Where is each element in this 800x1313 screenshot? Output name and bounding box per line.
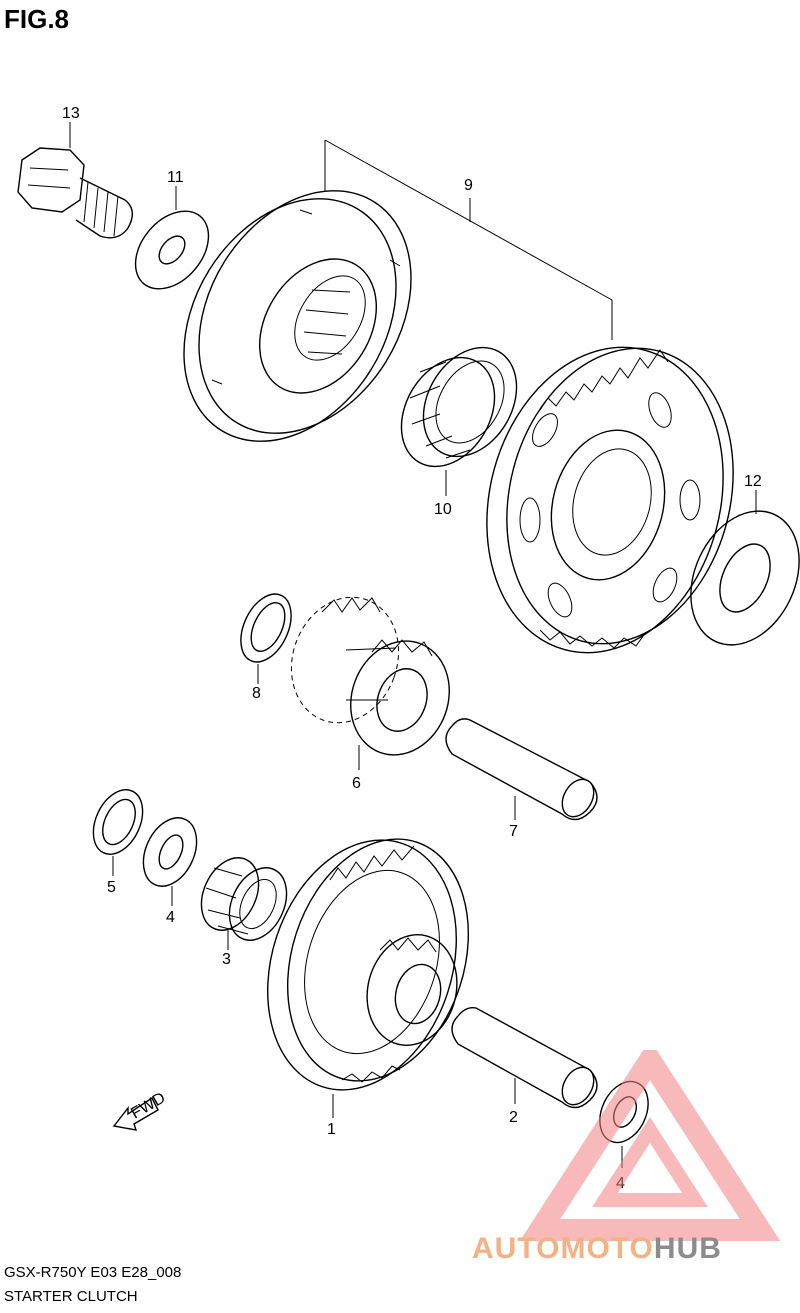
part-12-washer[interactable]	[670, 493, 800, 662]
fwd-arrow: FWD	[112, 1090, 168, 1131]
part-7-shaft[interactable]	[445, 718, 600, 822]
callout-13: 13	[62, 105, 80, 122]
part-10-needle-bearing[interactable]	[383, 331, 536, 483]
part-1-starter-gear[interactable]	[237, 815, 498, 1114]
callout-2: 2	[509, 1109, 518, 1126]
callout-9: 9	[464, 177, 473, 194]
part-3-needle-bearing[interactable]	[190, 849, 297, 950]
callout-5: 5	[107, 879, 116, 896]
callout-11: 11	[167, 169, 184, 186]
watermark-part-auto: AUTO	[472, 1232, 561, 1265]
callout-8: 8	[252, 685, 261, 702]
callout-1: 1	[327, 1121, 336, 1138]
part-9-driven-gear[interactable]	[454, 321, 765, 680]
callout-12: 12	[744, 473, 762, 490]
watermark-logo-icon	[519, 1050, 781, 1241]
part-9-clutch-housing[interactable]	[141, 151, 455, 480]
part-2-shaft[interactable]	[451, 1006, 600, 1111]
bracket-9	[324, 139, 613, 340]
watermark-text: AUTOMOTOHUB	[472, 1232, 722, 1266]
watermark-part-moto: MOTO	[560, 1232, 654, 1265]
part-8-washer[interactable]	[231, 586, 301, 670]
part-4-washer-upper[interactable]	[133, 809, 207, 895]
part-6-idle-gear[interactable]	[274, 582, 465, 769]
diagram-name: STARTER CLUTCH	[4, 1288, 138, 1305]
part-5-washer[interactable]	[84, 782, 153, 862]
callout-10: 10	[434, 501, 452, 518]
part-11-washer[interactable]	[121, 197, 224, 303]
fwd-label: FWD	[128, 1090, 168, 1123]
callout-6: 6	[352, 775, 361, 792]
part-13-bolt[interactable]	[17, 147, 133, 239]
watermark-part-hub: HUB	[653, 1232, 722, 1265]
callout-3: 3	[222, 951, 231, 968]
callout-7: 7	[509, 823, 518, 840]
callout-4-upper: 4	[166, 909, 175, 926]
model-code: GSX-R750Y E03 E28_008	[4, 1264, 182, 1281]
figure-title: FIG.8	[4, 4, 70, 34]
